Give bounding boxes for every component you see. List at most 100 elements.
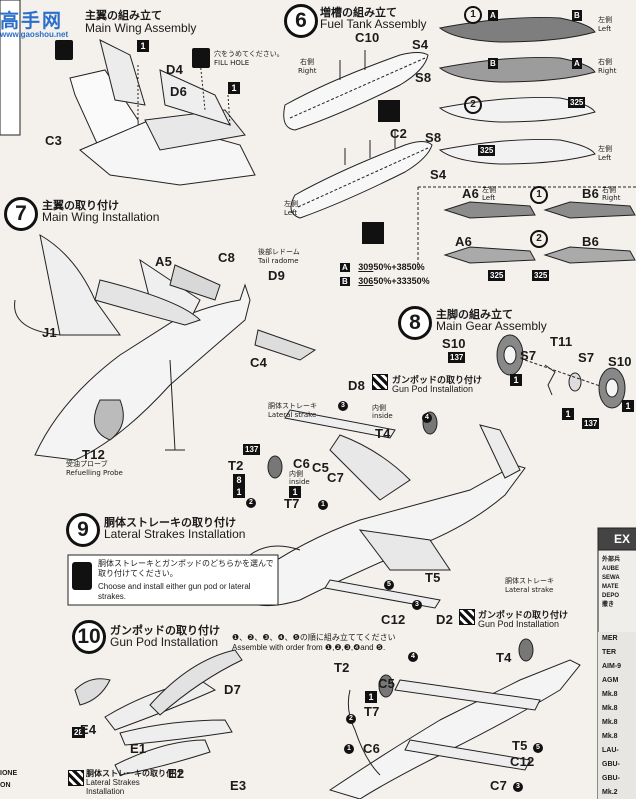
order-1a: 1 bbox=[318, 500, 328, 510]
part-T4-b: T4 bbox=[496, 650, 512, 665]
part-T5-b: T5 bbox=[512, 738, 528, 753]
table-row: Mk.8 bbox=[598, 688, 636, 703]
table-row: AGM bbox=[598, 674, 636, 689]
step10-title-jp: ガンポッドの取り付け bbox=[110, 624, 220, 637]
watermark-title: 高手网 bbox=[0, 10, 64, 32]
part-ref-8b: 1 bbox=[562, 408, 574, 420]
table-row: Mk.8 bbox=[598, 730, 636, 745]
table-row: LAU- bbox=[598, 744, 636, 759]
edge-text-a: IONE bbox=[0, 770, 18, 777]
left-jp: 左側 bbox=[284, 200, 298, 208]
part-ref-1e: 1 bbox=[365, 691, 377, 703]
part-C7-b: C7 bbox=[490, 778, 508, 793]
gunpod-ref-icon-2 bbox=[459, 609, 475, 625]
step7-title-en: Main Wing Installation bbox=[42, 210, 160, 224]
part-D4: D4 bbox=[166, 62, 184, 77]
tank-label-a1: A bbox=[488, 10, 498, 21]
part-E4: E4 bbox=[80, 722, 97, 737]
b6-right-en: Right bbox=[602, 194, 621, 202]
ex-table-head-line: AUBE bbox=[602, 566, 620, 572]
part-ref-8c: 1 bbox=[622, 400, 634, 412]
choice-icon bbox=[72, 562, 92, 590]
part-ref-1a: 1 bbox=[137, 40, 149, 52]
step6-title-jp: 増槽の組み立て bbox=[320, 6, 397, 19]
step6-number: 6 bbox=[284, 4, 318, 38]
tank-view-2: 2 bbox=[464, 96, 482, 114]
gunpod-ref-en-2: Gun Pod Installation bbox=[478, 619, 560, 629]
part-C6-a: C6 bbox=[293, 456, 311, 471]
tank-view-1: 1 bbox=[464, 6, 482, 24]
part-E3: E3 bbox=[230, 778, 247, 793]
glue-icon bbox=[55, 40, 73, 60]
inside-jp-a: 内側 bbox=[372, 404, 386, 412]
inside-en-b: inside bbox=[289, 478, 310, 486]
step8-title-jp: 主脚の組み立て bbox=[436, 308, 513, 321]
strakes-ref-en: Lateral Strakes Installation bbox=[86, 778, 140, 796]
part-C5-a: C5 bbox=[312, 460, 330, 475]
tank-right-en: Right bbox=[598, 67, 617, 75]
tank-label-b1: B bbox=[572, 10, 582, 21]
cement-icon-2 bbox=[362, 222, 384, 244]
part-C7-a: C7 bbox=[327, 470, 345, 485]
part-A5: A5 bbox=[155, 254, 173, 269]
part-T7-b: T7 bbox=[364, 704, 380, 719]
part-ref-8a: 1 bbox=[510, 374, 522, 386]
part-ref-1b: 1 bbox=[228, 82, 240, 94]
part-C3: C3 bbox=[45, 133, 63, 148]
refuel-en: Refuelling Probe bbox=[66, 469, 123, 477]
tank-paint-325a: 325 bbox=[568, 97, 586, 108]
table-row: Mk.8 bbox=[598, 716, 636, 731]
color-mix-b: B 30650%+33350% bbox=[340, 276, 430, 286]
table-row: TER bbox=[598, 646, 636, 661]
step5-title-jp: 主翼の組み立て bbox=[85, 9, 162, 22]
step10-title-en: Gun Pod Installation bbox=[110, 635, 219, 649]
part-T7-a: T7 bbox=[284, 496, 300, 511]
wing-view-1: 1 bbox=[530, 186, 548, 204]
part-D8: D8 bbox=[348, 378, 366, 393]
step7-title-jp: 主翼の取り付け bbox=[42, 199, 119, 212]
table-row: Mk.8 bbox=[598, 702, 636, 717]
part-ref-1d: 1 bbox=[289, 486, 301, 498]
inside-jp-b: 内側 bbox=[289, 470, 303, 478]
step8-title-en: Main Gear Assembly bbox=[436, 319, 547, 333]
tank-left2-jp: 左側 bbox=[598, 145, 612, 153]
inside-en-a: inside bbox=[372, 412, 393, 420]
part-C12-a: C12 bbox=[381, 612, 406, 627]
order-1b: 1 bbox=[344, 744, 354, 754]
step7-number: 7 bbox=[4, 197, 38, 231]
step5-title-en: Main Wing Assembly bbox=[85, 21, 197, 35]
color-mix-a: A 30950%+3850% bbox=[340, 262, 425, 272]
paint-137-c: 137 bbox=[243, 444, 261, 455]
strake-jp-b: 胴体ストレーキ bbox=[505, 577, 554, 585]
part-T5-a: T5 bbox=[425, 570, 441, 585]
order-3c: 3 bbox=[513, 782, 523, 792]
table-row: GBU- bbox=[598, 772, 636, 787]
order-4b: 4 bbox=[408, 652, 418, 662]
step10-number: 10 bbox=[72, 620, 106, 654]
table-row: GBU- bbox=[598, 758, 636, 773]
step9-title-jp: 胴体ストレーキの取り付け bbox=[104, 516, 236, 529]
strakes-ref-icon bbox=[68, 770, 84, 786]
ex-table-head-line: 外部兵 bbox=[602, 557, 621, 563]
strake-en: Lateral strake bbox=[268, 411, 317, 419]
part-S10-a: S10 bbox=[442, 336, 466, 351]
strakes-ref-jp: 胴体ストレーキの取り付け bbox=[86, 769, 182, 778]
part-B6-2: B6 bbox=[582, 234, 600, 249]
choose-note-en: Choose and install either gun pod or lat… bbox=[98, 582, 251, 601]
part-A6-2: A6 bbox=[455, 234, 473, 249]
part-S7-b: S7 bbox=[578, 350, 595, 365]
tank-paint-325b: 325 bbox=[478, 145, 496, 156]
part-B6-1: B6 bbox=[582, 186, 600, 201]
part-S8-top: S8 bbox=[415, 70, 432, 85]
ex-table-head-line: SEWA bbox=[602, 575, 620, 581]
order-3a: 3 bbox=[338, 401, 348, 411]
watermark-url: www.gaoshou.net bbox=[0, 30, 69, 39]
part-S4-bottom: S4 bbox=[430, 167, 447, 182]
paint-28: 28 bbox=[72, 727, 85, 738]
wing-paint-325a: 325 bbox=[488, 270, 506, 281]
part-T2-b: T2 bbox=[334, 660, 350, 675]
ex-table-head-line: 撒き bbox=[602, 602, 615, 608]
